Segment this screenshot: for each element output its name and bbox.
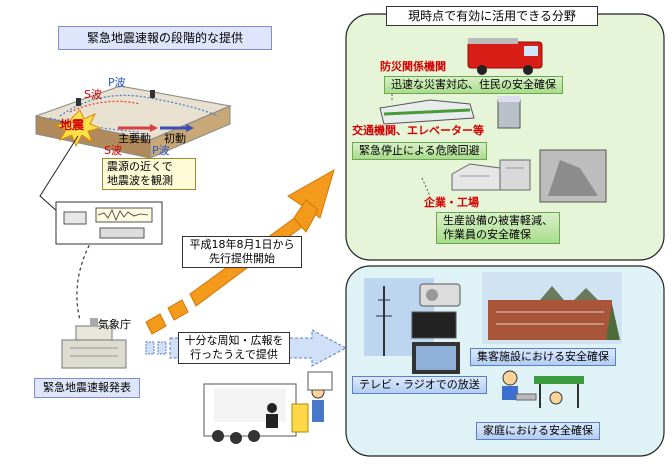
page-title: 緊急地震速報の段階的な提供 <box>86 31 243 45</box>
observe-box: 震源の近くで 地震波を観測 <box>102 158 196 190</box>
sec2-text: 緊急停止による危険回避 <box>352 142 487 160</box>
home-label: 家庭における安全確保 <box>476 422 600 440</box>
observe-line-1: 震源の近くで <box>107 160 173 173</box>
start-line-2: 先行提供開始 <box>209 252 275 265</box>
seismograph <box>55 201 163 245</box>
sec3-text: 生産設備の被害軽減、 作業員の安全確保 <box>436 212 560 244</box>
radio-icon <box>419 283 461 307</box>
p-wave-label-1: P波 <box>108 76 126 89</box>
lecture-scene-icon <box>203 371 333 444</box>
full-line-2: 行ったうえで提供 <box>190 348 278 361</box>
sec3-text-line-1: 生産設備の被害軽減、 <box>443 214 553 227</box>
s-wave-label-2: S波 <box>104 144 122 157</box>
quake-burst <box>54 109 102 148</box>
sec3-head: 企業・工場 <box>424 196 479 209</box>
train-icon <box>379 96 521 129</box>
top-panel-title: 現時点で有効に活用できる分野 <box>386 6 598 26</box>
announce-label: 緊急地震速報発表 <box>43 381 131 394</box>
observe-line-2: 地震波を観測 <box>107 174 173 187</box>
p-wave-label-2: P波 <box>152 144 170 157</box>
tv-icon <box>411 311 460 374</box>
announce-box: 緊急地震速報発表 <box>34 378 140 398</box>
initial-motion-label: 初動 <box>164 132 186 145</box>
sec1-head: 防災関係機関 <box>380 60 446 73</box>
jma-building <box>61 318 127 369</box>
s-wave-label-1: S波 <box>84 88 102 101</box>
sec2-head: 交通機関、エレベーター等 <box>352 124 484 137</box>
fire-truck-icon <box>467 38 543 75</box>
broadcast-label: テレビ・ラジオでの放送 <box>352 376 487 394</box>
title-box: 緊急地震速報の段階的な提供 <box>58 26 272 50</box>
top-panel-title-text: 現時点で有効に活用できる分野 <box>408 9 576 23</box>
facility-building-icon <box>482 272 622 344</box>
facility-label: 集客施設における安全確保 <box>470 348 616 366</box>
full-line-1: 十分な周知・広報を <box>184 334 284 347</box>
main-motion-label: 主要動 <box>118 132 151 145</box>
start-box: 平成18年8月1日から 先行提供開始 <box>182 236 302 268</box>
quake-label: 地震 <box>60 118 85 132</box>
home-scene-icon <box>502 370 584 408</box>
factory-icon <box>451 149 607 203</box>
start-line-1: 平成18年8月1日から <box>189 238 295 251</box>
full-box: 十分な周知・広報を 行ったうえで提供 <box>178 332 290 364</box>
sec3-text-line-2: 作業員の安全確保 <box>443 228 531 241</box>
sec1-text: 迅速な災害対応、住民の安全確保 <box>384 76 563 94</box>
jma-label: 気象庁 <box>98 318 131 331</box>
